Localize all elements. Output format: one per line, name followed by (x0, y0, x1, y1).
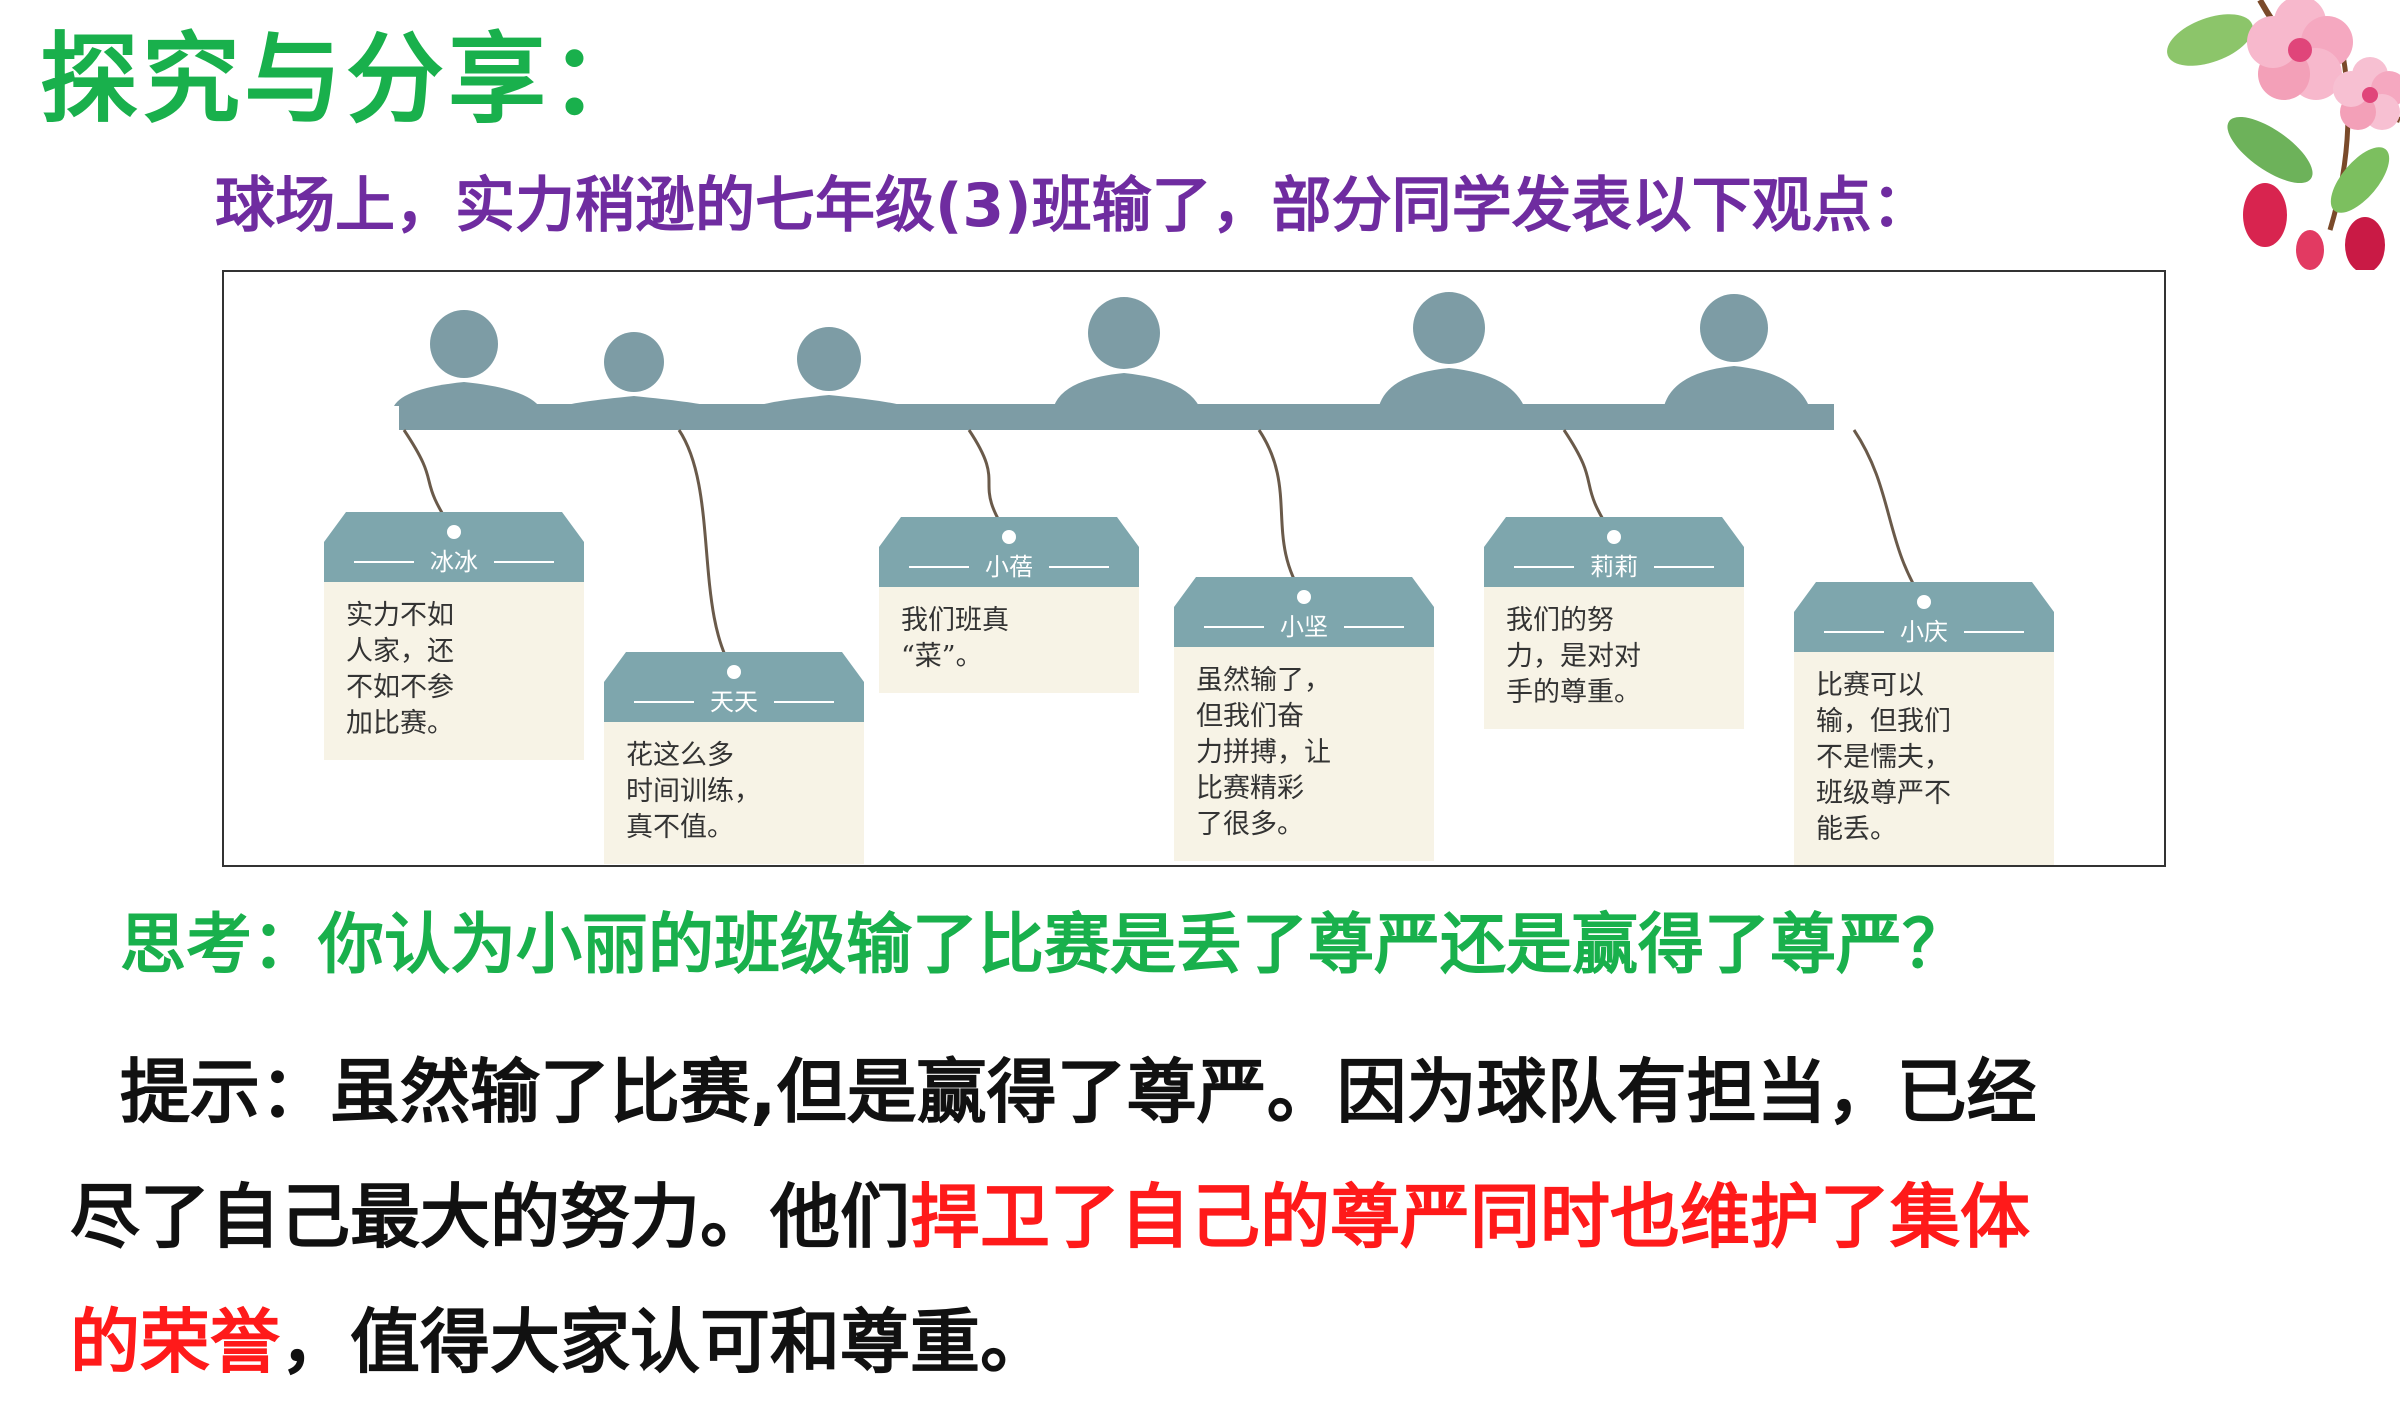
tag-text-line: 不如不参 (346, 672, 454, 703)
tag-text-line: 实力不如 (346, 600, 454, 631)
opinions-svg: 冰冰实力不如人家，还不如不参加比赛。天天花这么多时间训练，真不值。小蓓我们班真“… (324, 292, 2054, 866)
tag-text-line: 人家，还 (346, 636, 454, 667)
tag-name: 冰冰 (430, 548, 478, 576)
hint-part5: ，值得大家认可和尊重。 (280, 1301, 1050, 1383)
tag-text-line: 我们的努 (1506, 605, 1614, 636)
tag-text-line: 输，但我们 (1816, 706, 1951, 737)
tag-text-line: 我们班真 (901, 605, 1009, 636)
tag-text-line: 手的尊重。 (1506, 677, 1641, 708)
tag-text-line: 虽然输了， (1196, 665, 1331, 696)
tag-text-line: 力，是对对 (1506, 641, 1641, 672)
person-silhouette (1054, 297, 1199, 406)
tag-name: 小庆 (1900, 618, 1948, 646)
opinions-illustration: 冰冰实力不如人家，还不如不参加比赛。天天花这么多时间训练，真不值。小蓓我们班真“… (222, 270, 2166, 867)
tag-text-line: “菜”。 (901, 641, 983, 672)
hint-part2: 尽了自己最大的努力。他们 (70, 1176, 910, 1258)
tag-text-line: 了很多。 (1196, 809, 1304, 840)
person-silhouette (759, 327, 904, 406)
hint-part1: 提示：虽然输了比赛,但是赢得了尊严。因为球队有担当，已经 (120, 1051, 2037, 1133)
tag-text-line: 加比赛。 (346, 708, 454, 739)
question-text: 思考：你认为小丽的班级输了比赛是丢了尊严还是赢得了尊严？ (120, 906, 1968, 983)
slide-title: 探究与分享： (40, 23, 653, 137)
tag-text-line: 班级尊严不 (1816, 778, 1951, 809)
flower-decoration (2167, 0, 2400, 270)
tag-text-line: 但我们奋 (1196, 701, 1304, 732)
person-silhouette (1379, 292, 1524, 406)
tag-name: 天天 (710, 688, 758, 716)
person-silhouette (564, 332, 709, 406)
hanging-bar (399, 404, 1834, 430)
tag-text-line: 真不值。 (626, 812, 734, 843)
tag-text-line: 能丢。 (1816, 814, 1897, 845)
tag-text-line: 比赛精彩 (1196, 773, 1304, 804)
tag-name: 小蓓 (985, 553, 1033, 581)
tag-text-line: 花这么多 (626, 740, 734, 771)
tag-name: 莉莉 (1590, 553, 1638, 581)
hint-emphasis-1: 捍卫了自己的尊严同时也维护了集体 (910, 1176, 2030, 1258)
tag-text-line: 时间训练， (626, 776, 761, 807)
tag-name: 小坚 (1280, 613, 1328, 641)
person-silhouette (394, 310, 539, 406)
subtitle: 球场上，实力稍逊的七年级(3)班输了，部分同学发表以下观点： (215, 171, 1932, 241)
tag-text-line: 不是懦夫， (1816, 742, 1951, 773)
tag-text-line: 比赛可以 (1816, 670, 1924, 701)
hint-emphasis-2: 的荣誉 (70, 1301, 280, 1383)
hint-paragraph: 提示：虽然输了比赛,但是赢得了尊严。因为球队有担当，已经 尽了自己最大的努力。他… (70, 1030, 2360, 1405)
flower-icon (2167, 0, 2400, 270)
tag-text-line: 力拼搏，让 (1196, 737, 1331, 768)
person-silhouette (1664, 294, 1809, 406)
